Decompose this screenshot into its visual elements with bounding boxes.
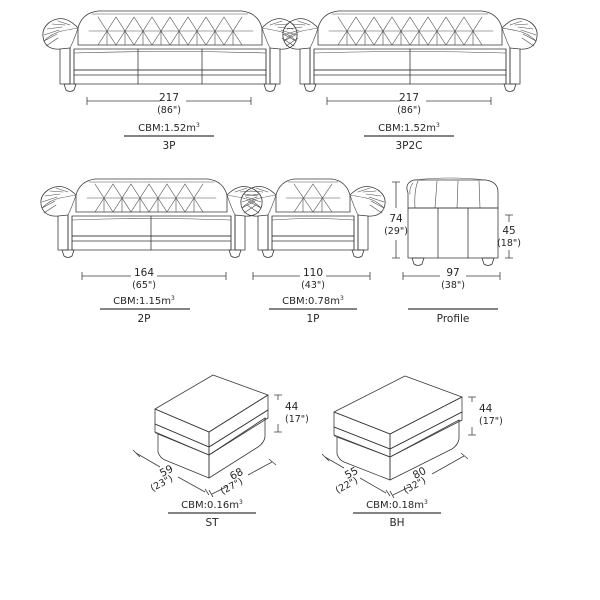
dimension-width-3p: 217 (86") bbox=[86, 92, 252, 116]
dimension-height-st: 44 (17") bbox=[274, 394, 309, 433]
dim-height-in-profile: (29") bbox=[384, 226, 408, 237]
dim-seat-height-in-profile: (18") bbox=[497, 238, 521, 249]
cbm-label-st: CBM:0.16m3 bbox=[181, 499, 243, 511]
sofa-front-drawing-3p2c bbox=[282, 10, 538, 92]
dimension-width-1p: 110 (43") bbox=[252, 267, 371, 291]
ottoman-iso-drawing-st bbox=[154, 374, 269, 479]
dim-width-cm-2p: 164 bbox=[134, 267, 154, 279]
cbm-label-3p: CBM:1.52m3 bbox=[138, 122, 200, 134]
dim-depth-cm-profile: 97 bbox=[446, 267, 459, 279]
dim-width-cm-bh: 80 bbox=[411, 465, 428, 482]
label-block-1p: CBM:0.78m3 1P bbox=[269, 295, 357, 325]
dim-width-in-3p2c: (86") bbox=[397, 105, 421, 116]
item-3p2c: 217 (86") CBM:1.52m3 3P2C bbox=[282, 10, 538, 152]
dimension-depth-profile: 97 (38") bbox=[402, 267, 501, 291]
dimension-height-profile: 74 (29") bbox=[384, 181, 408, 259]
dimension-width-st: 68 (27") bbox=[208, 458, 277, 497]
cbm-label-bh: CBM:0.18m3 bbox=[366, 499, 428, 511]
dimension-width-3p2c: 217 (86") bbox=[326, 92, 492, 116]
dimension-width-2p: 164 (65") bbox=[81, 267, 227, 291]
item-bh: 44 (17") 55 (22") 80 (32") CBM:0.18m3 BH bbox=[321, 375, 503, 529]
item-name-3p2c: 3P2C bbox=[395, 140, 422, 152]
dim-width-cm-3p2c: 217 bbox=[399, 92, 419, 104]
ottoman-iso-drawing-bh bbox=[333, 375, 463, 481]
item-name-profile: Profile bbox=[437, 313, 470, 325]
item-name-st: ST bbox=[205, 517, 219, 529]
dim-height-in-st: (17") bbox=[285, 414, 309, 425]
dimension-depth-bh: 55 (22") bbox=[321, 453, 391, 496]
dim-width-cm-1p: 110 bbox=[303, 267, 323, 279]
dim-height-cm-st: 44 bbox=[285, 401, 299, 413]
item-3p: 217 (86") CBM:1.52m3 3P bbox=[42, 10, 298, 152]
cbm-label-3p2c: CBM:1.52m3 bbox=[378, 122, 440, 134]
cbm-label-2p: CBM:1.15m3 bbox=[113, 295, 175, 307]
sofa-front-drawing-3p bbox=[42, 10, 298, 92]
dim-depth-in-profile: (38") bbox=[441, 280, 465, 291]
item-1p: 110 (43") CBM:0.78m3 1P bbox=[240, 178, 386, 325]
dim-width-in-st: (27") bbox=[219, 476, 245, 497]
dim-height-cm-bh: 44 bbox=[479, 403, 493, 415]
label-block-3p2c: CBM:1.52m3 3P2C bbox=[364, 122, 454, 152]
sofa-front-drawing-2p bbox=[40, 178, 263, 258]
dim-width-cm-3p: 217 bbox=[159, 92, 179, 104]
dim-width-in-bh: (32") bbox=[402, 475, 428, 496]
label-block-bh: CBM:0.18m3 BH bbox=[353, 499, 441, 529]
dim-width-cm-st: 68 bbox=[228, 466, 245, 483]
item-name-2p: 2P bbox=[137, 313, 150, 325]
sofa-side-drawing bbox=[406, 177, 499, 266]
item-name-bh: BH bbox=[389, 517, 404, 529]
label-block-3p: CBM:1.52m3 3P bbox=[124, 122, 214, 152]
dim-width-in-3p: (86") bbox=[157, 105, 181, 116]
item-name-3p: 3P bbox=[162, 140, 175, 152]
dim-width-in-2p: (65") bbox=[132, 280, 156, 291]
label-block-2p: CBM:1.15m3 2P bbox=[100, 295, 190, 325]
item-st: 44 (17") 59 (23") 68 (27") CBM:0.16m3 ST bbox=[132, 374, 309, 529]
dim-height-cm-profile: 74 bbox=[389, 213, 403, 225]
dim-depth-in-st: (23") bbox=[149, 473, 175, 494]
dim-depth-cm-st: 59 bbox=[158, 463, 175, 480]
label-block-profile: Profile bbox=[408, 308, 498, 325]
dimension-height-bh: 44 (17") bbox=[468, 396, 503, 436]
dim-seat-height-cm-profile: 45 bbox=[502, 225, 515, 237]
label-block-st: CBM:0.16m3 ST bbox=[168, 499, 256, 529]
dim-depth-in-bh: (22") bbox=[334, 475, 360, 496]
dimension-seat-height-profile: 45 (18") bbox=[497, 214, 521, 259]
dimension-width-bh: 80 (32") bbox=[389, 452, 469, 499]
cbm-label-1p: CBM:0.78m3 bbox=[282, 295, 344, 307]
dim-height-in-bh: (17") bbox=[479, 416, 503, 427]
item-profile: 74 (29") 45 (18") 97 (38") Profile bbox=[384, 177, 521, 325]
dim-width-in-1p: (43") bbox=[301, 280, 325, 291]
dim-depth-cm-bh: 55 bbox=[343, 465, 360, 482]
sofa-front-drawing-1p bbox=[240, 178, 386, 258]
dimension-depth-st: 59 (23") bbox=[132, 449, 210, 496]
item-name-1p: 1P bbox=[306, 313, 319, 325]
item-2p: 164 (65") CBM:1.15m3 2P bbox=[40, 178, 263, 325]
